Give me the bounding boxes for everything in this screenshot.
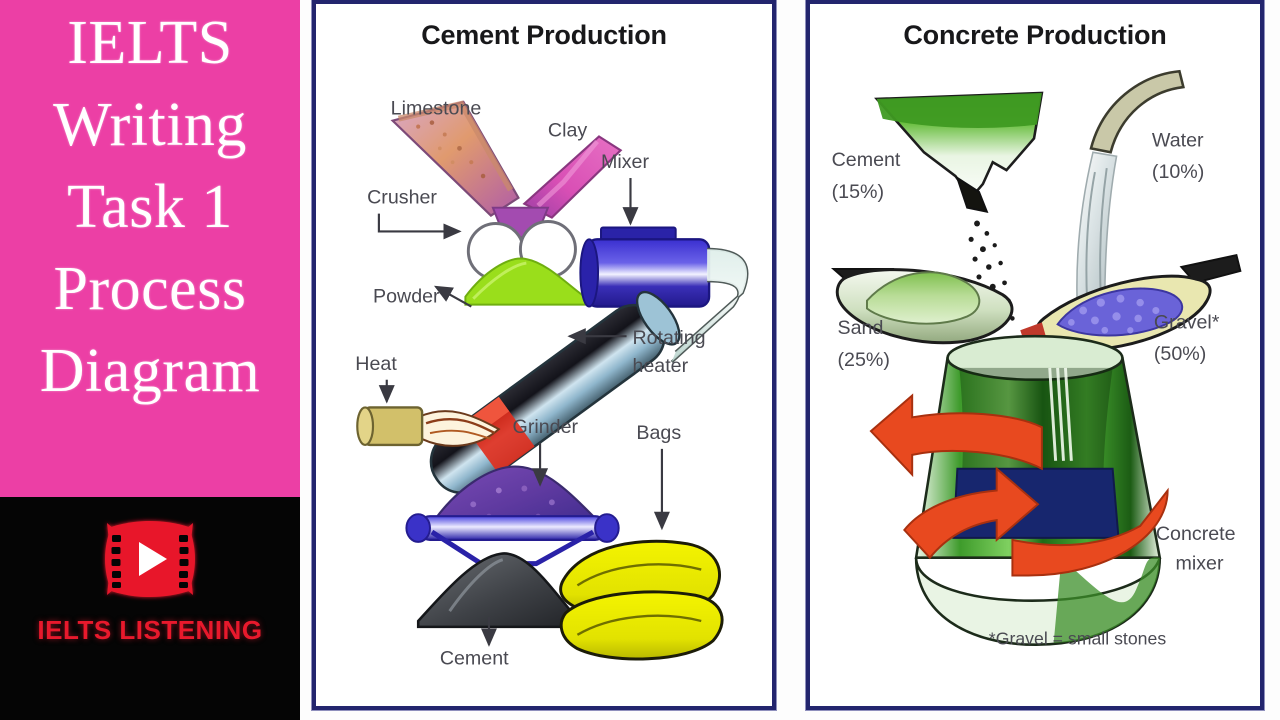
label-heat: Heat — [355, 353, 397, 375]
label-water-name: Water — [1152, 129, 1204, 151]
label-sand-name: Sand — [838, 317, 884, 339]
label-concrete-mixer-2: mixer — [1176, 553, 1224, 575]
concrete-production-panel: Concrete Production — [806, 0, 1264, 710]
label-gravel-name: Gravel* — [1154, 311, 1220, 333]
brand-sidebar: IELTS Writing Task 1 Process Diagram — [0, 0, 300, 720]
cement-production-panel: Cement Production — [312, 0, 776, 710]
label-crusher: Crusher — [367, 187, 437, 209]
label-sand-percent: (25%) — [838, 349, 890, 371]
label-cement-name: Cement — [832, 149, 901, 171]
label-bags: Bags — [636, 422, 681, 444]
cement-panel-title: Cement Production — [421, 20, 667, 50]
brand-title-panel: IELTS Writing Task 1 Process Diagram — [0, 0, 300, 497]
label-concrete-mixer-1: Concrete — [1156, 523, 1236, 545]
label-cement: Cement — [440, 647, 509, 669]
concrete-diagram: Cement (15%) Water (10%) Sand (25%) Grav… — [810, 4, 1260, 706]
label-grinder: Grinder — [513, 416, 579, 438]
powder-arrow — [434, 285, 472, 308]
label-limestone: Limestone — [391, 98, 482, 120]
label-water-percent: (10%) — [1152, 161, 1204, 183]
label-powder: Powder — [373, 286, 440, 308]
label-clay: Clay — [548, 119, 587, 141]
label-gravel-footnote: *Gravel = small stones — [989, 629, 1166, 649]
cement-diagram: Limestone Clay Crusher Mixer Powder Rota… — [316, 4, 772, 706]
label-gravel-percent: (50%) — [1154, 343, 1206, 365]
crusher-arrow — [377, 213, 462, 240]
label-cement-percent: (15%) — [832, 181, 884, 203]
brand-line-2: Writing — [53, 91, 247, 159]
film-play-icon — [91, 509, 209, 609]
brand-line-5: Diagram — [39, 337, 261, 405]
channel-logo-panel: IELTS LISTENING — [0, 497, 300, 720]
label-mixer: Mixer — [601, 151, 649, 173]
label-rotating-heater-2: heater — [632, 355, 688, 377]
brand-line-1: IELTS — [67, 9, 233, 77]
brand-line-4: Process — [53, 255, 247, 323]
label-rotating-heater-1: Rotating — [632, 327, 705, 349]
brand-line-3: Task 1 — [67, 173, 233, 241]
concrete-panel-title: Concrete Production — [903, 20, 1167, 50]
channel-logo-text: IELTS LISTENING — [37, 615, 263, 645]
